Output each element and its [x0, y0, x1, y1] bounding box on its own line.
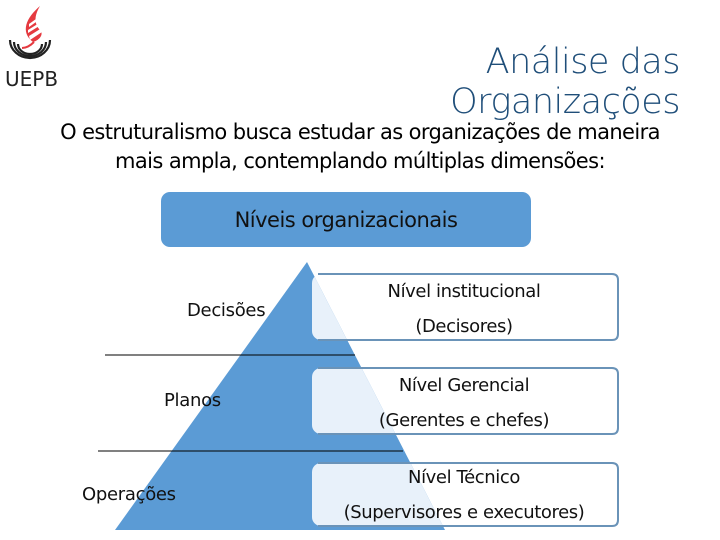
level-name: Nível institucional [387, 281, 541, 302]
uepb-flame-logo-icon: UEPB [5, 6, 58, 91]
level-name: Nível Gerencial [398, 375, 530, 396]
page-title: Análise das Organizações [450, 42, 680, 122]
level-name: Nível Técnico [408, 467, 520, 488]
uepb-logo: UEPB [0, 0, 60, 95]
intro-line-1: O estruturalismo busca estudar as organi… [60, 120, 660, 144]
level-box-gerencial: Nível Gerencial (Gerentes e chefes) [312, 368, 616, 434]
intro-text: O estruturalismo busca estudar as organi… [20, 118, 700, 176]
level-sub: (Gerentes e chefes) [378, 410, 550, 431]
svg-text:UEPB: UEPB [5, 67, 58, 91]
levels-header-label: Níveis organizacionais [234, 207, 458, 232]
intro-line-2: mais ampla, contemplando múltiplas dimen… [115, 149, 605, 173]
side-label-decisoes: Decisões [187, 300, 266, 321]
level-sub: (Decisores) [415, 316, 513, 337]
side-label-planos: Planos [164, 390, 221, 411]
side-label-operacoes: Operações [82, 484, 176, 505]
level-box-tecnico: Nível Técnico (Supervisores e executores… [312, 460, 616, 526]
level-sub: (Supervisores e executores) [343, 502, 585, 523]
levels-header-box: Níveis organizacionais [161, 192, 531, 247]
level-box-institucional: Nível institucional (Decisores) [312, 274, 616, 340]
